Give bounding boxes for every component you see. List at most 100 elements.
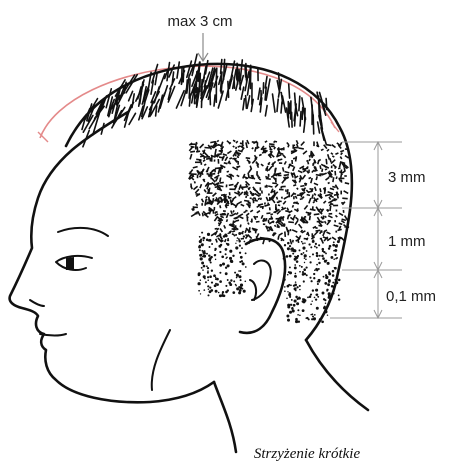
hair-fade-dot	[303, 252, 305, 254]
hair-texture-mark	[218, 223, 220, 224]
hair-fade-dot	[200, 279, 202, 281]
hair-texture-mark	[295, 196, 296, 199]
hair-texture-mark	[214, 217, 217, 221]
hair-strand	[300, 112, 301, 127]
hair-texture-mark	[233, 146, 235, 147]
hair-fade-dot	[206, 265, 208, 267]
hair-texture-mark	[204, 190, 206, 193]
hair-texture-mark	[224, 225, 226, 228]
hair-texture-mark	[293, 202, 298, 203]
hair-texture-mark	[231, 211, 232, 214]
hair-fade-dot	[227, 239, 229, 241]
cheek-line	[152, 330, 170, 390]
hair-fade-dot	[297, 314, 299, 316]
hair-fade-dot	[287, 306, 290, 309]
hair-texture-mark	[341, 221, 344, 223]
hair-fade-dot	[306, 274, 308, 276]
hair-texture-mark	[235, 152, 241, 154]
hair-fade-dot	[326, 289, 328, 291]
hair-fade-dot	[314, 297, 316, 299]
hair-fade-dot	[326, 260, 328, 262]
hair-texture-mark	[252, 148, 254, 149]
hair-texture-mark	[236, 154, 237, 156]
down-arrow-icon	[198, 33, 208, 61]
hair-texture-mark	[252, 160, 256, 164]
hair-fade-dot	[317, 281, 319, 283]
hair-fade-dot	[318, 262, 320, 264]
hair-texture-mark	[222, 166, 223, 169]
hair-fade-dot	[327, 314, 328, 315]
hair-texture-mark	[214, 156, 219, 157]
hair-texture-mark	[246, 196, 247, 198]
hair-texture-mark	[295, 220, 298, 225]
hair-texture-mark	[309, 198, 311, 203]
hair-texture-mark	[246, 210, 248, 211]
hair-fade-dot	[223, 294, 226, 297]
zone-label-bottom: 0,1 mm	[386, 288, 436, 305]
hair-texture-mark	[244, 211, 247, 212]
hair-texture-mark	[331, 204, 333, 205]
hair-texture-mark	[203, 213, 204, 217]
hair-texture-mark	[275, 225, 276, 227]
hair-fade-dot	[315, 298, 317, 300]
hair-fade-dot	[289, 245, 291, 247]
hair-texture-mark	[225, 239, 226, 242]
hair-texture-mark	[318, 160, 319, 164]
hair-fade-stipple	[198, 231, 341, 323]
hair-texture-mark	[315, 187, 316, 191]
hair-fade-dot	[316, 247, 318, 249]
hair-texture-mark	[248, 223, 249, 225]
hair-texture-mark	[330, 188, 334, 189]
nostril	[30, 300, 44, 306]
hair-fade-dot	[207, 270, 209, 272]
hair-fade-dot	[309, 295, 311, 297]
hair-fade-dot	[314, 269, 316, 271]
hair-fade-dot	[236, 240, 237, 241]
hair-texture-mark	[330, 206, 331, 211]
hair-texture-mark	[248, 235, 252, 239]
hair-texture-mark	[190, 151, 195, 152]
hair-fade-dot	[210, 261, 212, 263]
hair-texture-mark	[293, 215, 295, 219]
hair-fade-dot	[234, 272, 236, 274]
hair-texture-mark	[259, 154, 262, 155]
hair-strand	[214, 95, 215, 106]
hair-texture-mark	[325, 169, 327, 170]
hair-fade-dot	[243, 235, 245, 237]
hair-texture-mark	[331, 153, 333, 155]
hair-texture-mark	[236, 213, 238, 215]
hair-texture-mark	[196, 142, 197, 144]
hair-texture-mark	[250, 210, 253, 212]
hair-texture-mark	[304, 205, 307, 209]
hair-texture-mark	[320, 165, 321, 169]
hair-texture-mark	[344, 225, 346, 227]
hair-texture-mark	[223, 154, 227, 155]
hair-fade-dot	[325, 274, 327, 276]
hair-texture-mark	[263, 220, 267, 221]
hair-strand	[318, 122, 320, 133]
hair-fade-dot	[322, 257, 325, 260]
hair-fade-dot	[225, 291, 228, 294]
hair-fade-dot	[290, 284, 292, 286]
hair-fade-dot	[304, 258, 305, 259]
hair-texture-mark	[209, 197, 210, 202]
hair-fade-dot	[319, 255, 321, 257]
hair-fade-dot	[330, 256, 333, 259]
hair-fade-dot	[295, 240, 297, 242]
hair-fade-dot	[317, 283, 319, 285]
hair-texture-mark	[326, 145, 332, 146]
hair-texture-mark	[198, 211, 200, 215]
hair-fade-dot	[219, 280, 222, 283]
hair-texture-mark	[277, 147, 279, 149]
hair-fade-dot	[295, 273, 297, 275]
hair-texture-mark	[258, 198, 260, 200]
hair-texture-mark	[220, 178, 221, 183]
hair-texture-mark	[217, 187, 221, 188]
hair-texture-mark	[345, 183, 349, 184]
hair-fade-dot	[219, 264, 222, 267]
hair-fade-dot	[240, 279, 242, 281]
hair-strand	[177, 62, 179, 78]
hair-texture-mark	[291, 151, 296, 152]
hair-fade-dot	[305, 258, 307, 260]
hair-texture-mark	[324, 188, 325, 190]
